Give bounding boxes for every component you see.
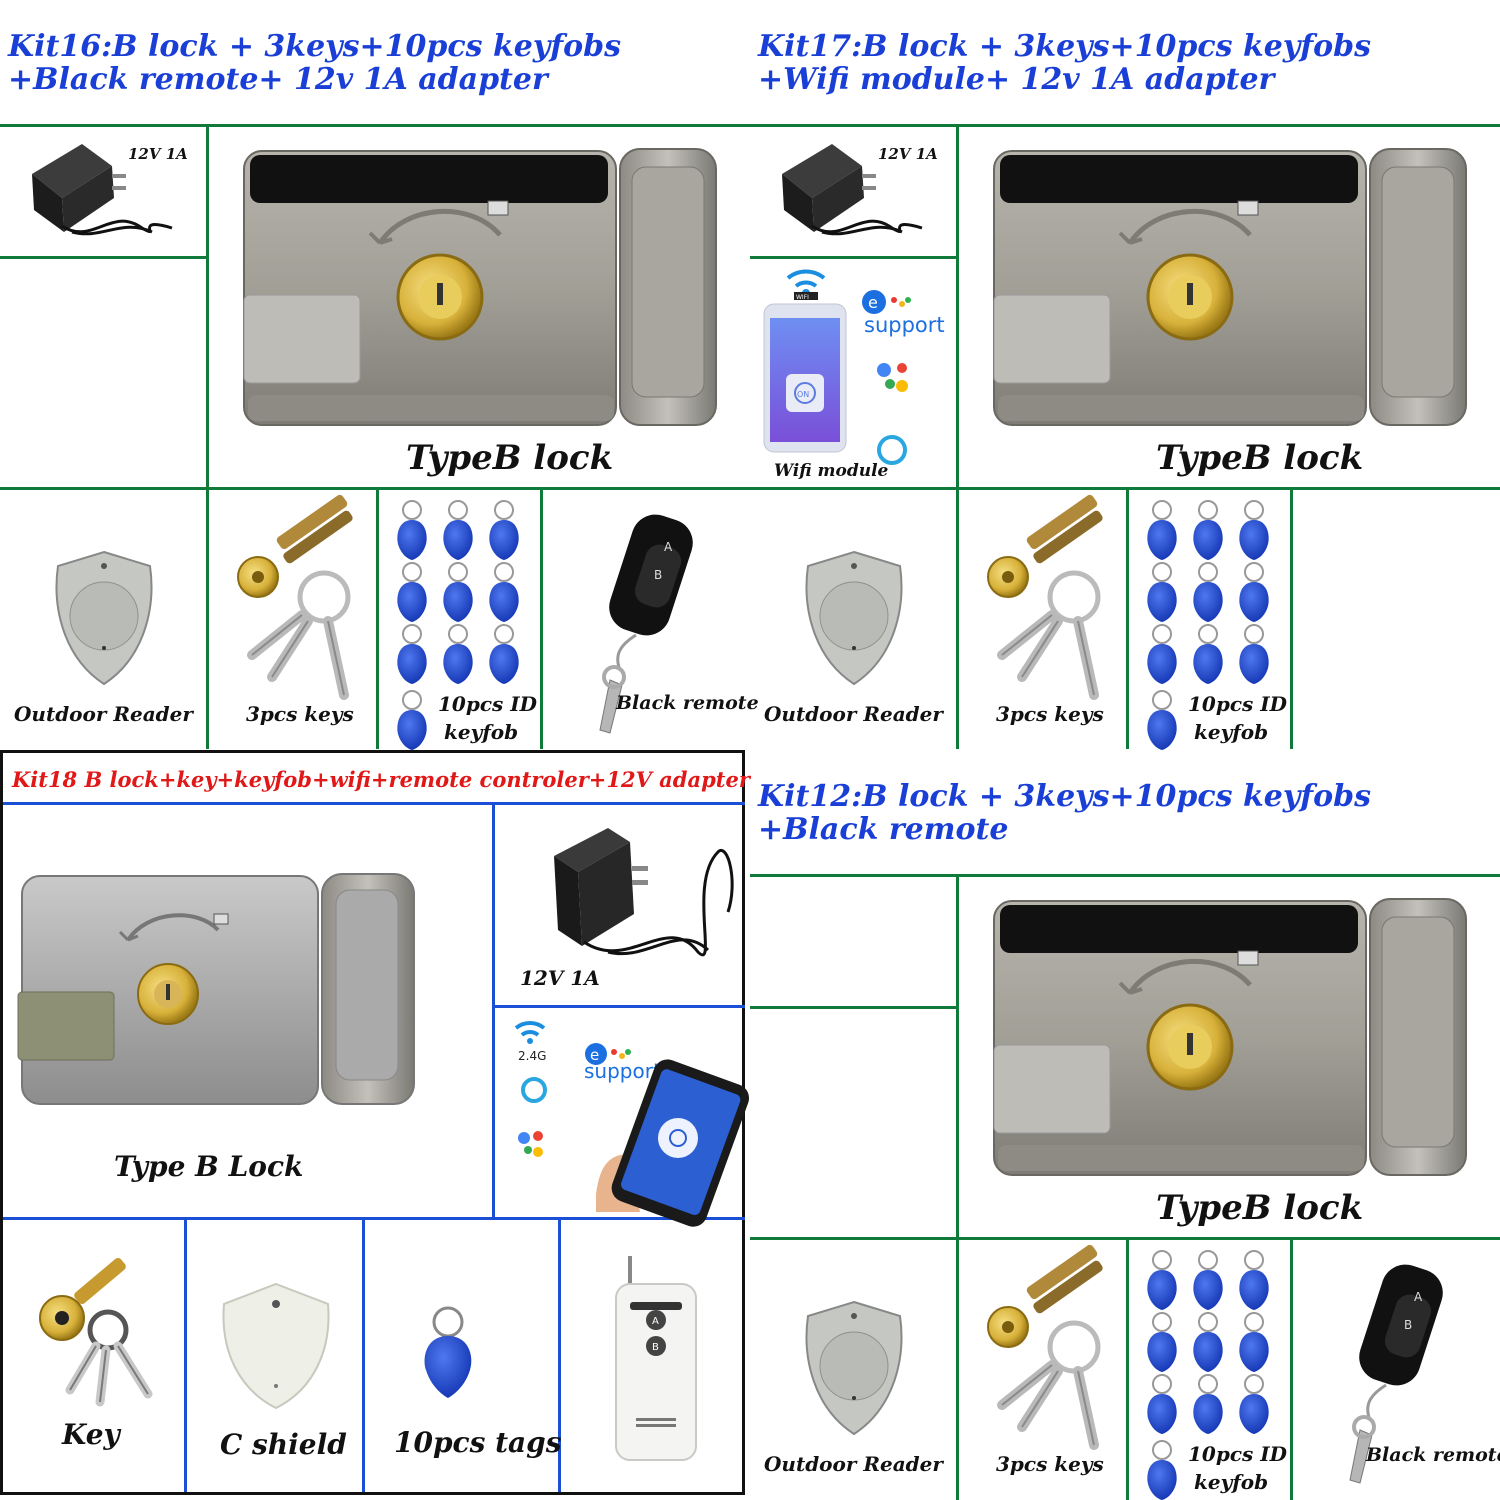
power-adapter-icon	[554, 828, 734, 957]
keyfob-label-line1: 10pcs ID	[1188, 692, 1287, 716]
power-adapter-icon	[782, 144, 923, 236]
divider	[492, 802, 495, 1217]
keyfob-label-line2: keyfob	[1194, 1470, 1269, 1494]
esupport-text: support	[864, 313, 945, 337]
adapter-label: 12V 1A	[128, 145, 188, 163]
typeb-lock-image	[243, 148, 717, 426]
tags-label: 10pcs tags	[394, 1426, 562, 1459]
c-shield-icon	[222, 1282, 330, 1410]
outdoor-reader-label: Outdoor Reader	[764, 702, 943, 726]
adapter-label: 12V 1A	[520, 966, 600, 990]
keys-label: 3pcs keys	[996, 702, 1104, 726]
black-remote-label: Black remote	[1366, 1444, 1500, 1466]
esupport-e: e	[868, 293, 878, 312]
typeb-lock-image	[993, 148, 1467, 426]
type-b-lock-label: Type B Lock	[114, 1150, 304, 1183]
typeb-lock-label: TypeB lock	[1156, 438, 1364, 478]
keyfob-label-line1: 10pcs ID	[1188, 1442, 1287, 1466]
divider	[1126, 1237, 1129, 1500]
remote-a: A	[652, 1316, 659, 1327]
kit18-panel	[0, 750, 745, 1495]
id-tag-icon	[424, 1306, 472, 1398]
divider	[376, 487, 379, 749]
divider	[750, 256, 956, 259]
typeb-lock-label: TypeB lock	[406, 438, 614, 478]
divider	[0, 124, 750, 127]
divider	[1290, 1237, 1293, 1500]
divider	[3, 1217, 745, 1220]
remote-a: A	[1414, 1290, 1423, 1304]
keyfob-label-line2: keyfob	[1194, 720, 1269, 744]
divider	[956, 124, 959, 749]
divider	[0, 256, 206, 259]
divider	[750, 124, 1500, 127]
wifi-chip-text: WIFI	[796, 294, 809, 301]
keyfob-label-line2: keyfob	[444, 720, 519, 744]
outdoor-reader-icon	[55, 550, 153, 686]
divider	[558, 1217, 561, 1492]
wifi-24g-text: 2.4G	[518, 1049, 546, 1063]
remote-b: B	[1404, 1318, 1412, 1332]
wifi-app-image: 2.4G e support	[514, 1020, 750, 1227]
remote-control-icon: A B	[615, 1256, 697, 1461]
typeb-lock-image	[993, 898, 1467, 1176]
remote-a: A	[664, 540, 673, 554]
keys-icon	[987, 494, 1103, 700]
keys-icon	[237, 494, 353, 700]
keyfob-label-line1: 10pcs ID	[438, 692, 537, 716]
outdoor-reader-icon	[805, 550, 903, 686]
divider	[1290, 487, 1293, 749]
divider	[0, 487, 750, 490]
phone-on-text: ON	[797, 390, 809, 399]
divider	[750, 874, 1500, 877]
esupport-e: e	[590, 1046, 599, 1064]
divider	[362, 1217, 365, 1492]
divider	[184, 1217, 187, 1492]
outdoor-reader-label: Outdoor Reader	[764, 1452, 943, 1476]
remote-b: B	[652, 1342, 659, 1353]
kit18-title: Kit18 B lock+key+keyfob+wifi+remote cont…	[12, 767, 750, 792]
type-b-lock-image	[17, 873, 415, 1105]
kit12-title: Kit12:B lock + 3keys+10pcs keyfobs+Black…	[758, 779, 1372, 847]
divider	[750, 1006, 956, 1009]
power-adapter-icon	[32, 144, 173, 236]
remote-b: B	[654, 568, 662, 582]
keys-icon	[987, 1244, 1103, 1450]
wifi-module-image: WIFI ON e support	[763, 269, 945, 465]
outdoor-reader-label: Outdoor Reader	[14, 702, 193, 726]
c-shield-label: C shield	[220, 1428, 347, 1461]
key-label: Key	[62, 1418, 120, 1451]
kit17-title: Kit17:B lock + 3keys+10pcs keyfobs+Wifi …	[758, 29, 1372, 97]
divider	[492, 1005, 745, 1008]
divider	[1126, 487, 1129, 749]
keyfobs-icon	[396, 500, 520, 751]
wifi-module-label: Wifi module	[774, 461, 889, 481]
esupport-text: support	[584, 1059, 661, 1083]
kit16-title: Kit16:B lock + 3keys+10pcs keyfobs+Black…	[8, 29, 622, 97]
divider	[750, 1237, 1500, 1240]
key-icon	[39, 1257, 153, 1407]
typeb-lock-label: TypeB lock	[1156, 1188, 1364, 1228]
outdoor-reader-icon	[805, 1300, 903, 1436]
black-remote-label: Black remote	[616, 692, 759, 714]
divider	[540, 487, 543, 749]
black-remote-icon: A B	[599, 514, 693, 734]
adapter-label: 12V 1A	[878, 145, 938, 163]
divider	[750, 487, 1500, 490]
divider	[956, 874, 959, 1500]
keys-label: 3pcs keys	[246, 702, 354, 726]
divider	[206, 124, 209, 749]
black-remote-icon: A B	[1349, 1264, 1443, 1484]
keys-label: 3pcs keys	[996, 1452, 1104, 1476]
divider	[3, 802, 745, 805]
